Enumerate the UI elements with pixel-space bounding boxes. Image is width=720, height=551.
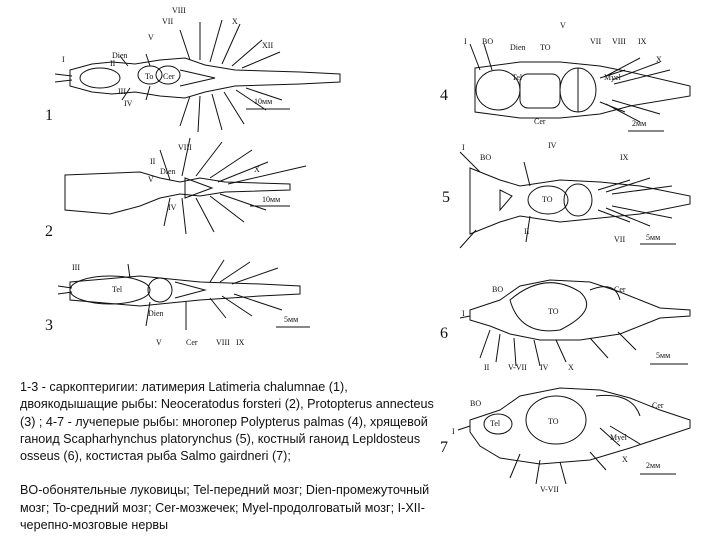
figure-3-number: 3	[45, 317, 53, 334]
caption-species: 1-3 - саркоптеригии: латимерия Latimeria…	[20, 380, 434, 464]
fig1-label-V: V	[148, 33, 154, 42]
fig3-label-IX: IX	[236, 338, 245, 347]
fig1-label-IV: IV	[124, 99, 133, 108]
fig1-label-Cer: Cer	[163, 72, 175, 81]
fig6-label-TO: TO	[548, 307, 559, 316]
fig7-scale: 2мм	[646, 461, 660, 470]
fig6-label-II: II	[484, 363, 490, 372]
fig2-label-V: V	[148, 175, 154, 184]
fig6-label-IV: IV	[540, 363, 549, 372]
fig1-label-X: X	[232, 17, 238, 26]
fig3-label-Tel: Tel	[112, 285, 123, 294]
figure-1-number: 1	[45, 107, 53, 124]
fig7-label-I: I	[452, 427, 455, 436]
fig1-label-VII: VII	[162, 17, 173, 26]
figure-2: VIII II Dien V X IV 10мм 2	[45, 137, 307, 240]
fig4-label-Myel: Myel	[604, 73, 622, 82]
fig3-label-Cer: Cer	[186, 338, 198, 347]
fig5-label-VII: VII	[614, 235, 625, 244]
fig2-label-II: II	[150, 157, 156, 166]
fig2-label-IV: IV	[168, 203, 177, 212]
fig1-label-VIII: VIII	[172, 6, 186, 15]
fig3-label-III: III	[72, 263, 80, 272]
fig3-scale: 5мм	[284, 315, 298, 324]
fig5-label-I: I	[462, 143, 465, 152]
fig7-label-V-VII: V-VII	[540, 485, 559, 494]
fig4-label-TO: TO	[540, 43, 551, 52]
fig7-label-Tel: Tel	[490, 419, 501, 428]
figure-5: I BO IV IX TO II VII 5мм 5	[442, 141, 691, 249]
fig3-label-Dien: Dien	[148, 309, 164, 318]
fig4-label-V: V	[560, 21, 566, 30]
figure-4: I BO Dien TO V VII VIII IX Tel Myel X Ce…	[440, 21, 691, 132]
fig4-label-X: X	[656, 55, 662, 64]
fig7-label-X: X	[622, 455, 628, 464]
fig7-label-Cer: Cer	[652, 401, 664, 410]
figure-caption: 1-3 - саркоптеригии: латимерия Latimeria…	[20, 362, 440, 551]
fig4-label-BO: BO	[482, 37, 493, 46]
fig5-label-TO: TO	[542, 195, 553, 204]
fig7-label-TO: TO	[548, 417, 559, 426]
fig6-label-I: I	[462, 309, 465, 318]
fig7-label-Myel: Myel	[610, 433, 628, 442]
fig1-label-XII: XII	[262, 41, 273, 50]
fig6-label-V-VII: V-VII	[508, 363, 527, 372]
fig1-label-To: To	[145, 72, 153, 81]
fig7-label-BO: BO	[470, 399, 481, 408]
fig2-label-Dien: Dien	[160, 167, 176, 176]
caption-abbreviations: BO-обонятельные луковицы; Tel-передний м…	[20, 483, 430, 532]
fig6-label-X: X	[568, 363, 574, 372]
figure-7: BO Tel TO Cer I Myel X V-VII 2мм 7	[440, 387, 691, 494]
fig5-label-IX: IX	[620, 153, 629, 162]
fig6-scale: 5мм	[656, 351, 670, 360]
figure-6: BO Cer TO I II V-VII IV X 5мм 6	[440, 279, 691, 372]
fig2-label-X: X	[254, 165, 260, 174]
fig4-label-Dien: Dien	[510, 43, 526, 52]
fig4-label-Tel: Tel	[512, 73, 523, 82]
figure-3: III Tel Dien V Cer VIII IX 5мм 3	[45, 259, 310, 347]
fig3-label-VIII: VIII	[216, 338, 230, 347]
figure-6-number: 6	[440, 325, 448, 342]
fig4-label-IX: IX	[638, 37, 647, 46]
figure-2-number: 2	[45, 223, 53, 240]
fig4-label-I: I	[464, 37, 467, 46]
fig6-label-BO: BO	[492, 285, 503, 294]
fig2-label-VIII: VIII	[178, 143, 192, 152]
fig5-label-BO: BO	[480, 153, 491, 162]
fig1-label-Dien: Dien	[112, 51, 128, 60]
fig4-scale: 2мм	[632, 119, 646, 128]
fig4-label-VII: VII	[590, 37, 601, 46]
fig6-label-Cer: Cer	[614, 285, 626, 294]
fig2-scale: 10мм	[262, 195, 280, 204]
fig4-label-VIII: VIII	[612, 37, 626, 46]
fig5-label-IV: IV	[548, 141, 557, 150]
fig1-scale: 10мм	[254, 97, 272, 106]
fig3-label-V: V	[156, 338, 162, 347]
fig1-label-III: III	[118, 87, 126, 96]
figure-4-number: 4	[440, 87, 448, 104]
figure-7-number: 7	[440, 439, 448, 456]
fig5-label-II: II	[524, 227, 530, 236]
figure-5-number: 5	[442, 189, 450, 206]
fig5-scale: 5мм	[646, 233, 660, 242]
fig1-label-I: I	[62, 55, 65, 64]
fig1-label-II: II	[110, 59, 116, 68]
fig4-label-Cer: Cer	[534, 117, 546, 126]
figure-1: VIII VII X V Dien XII II To Cer III IV I…	[45, 6, 341, 133]
